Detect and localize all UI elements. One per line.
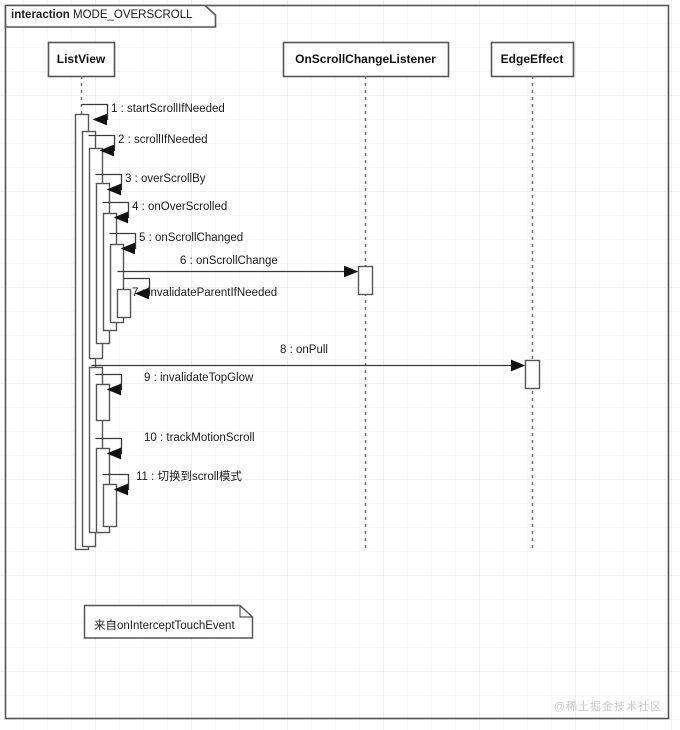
message-label-7: 7 : invalidateParentIfNeeded bbox=[132, 287, 278, 299]
lifeline-label-listener: OnScrollChangeListener bbox=[295, 52, 436, 66]
message-label-10: 10 : trackMotionScroll bbox=[144, 432, 255, 444]
message-label-11: 11 : 切换到scroll模式 bbox=[136, 471, 242, 483]
message-self-10 bbox=[95, 437, 123, 460]
message-self-5 bbox=[109, 232, 137, 255]
activation-bar-listview-10 bbox=[102, 483, 118, 528]
message-label-8: 8 : onPull bbox=[280, 344, 328, 356]
message-self-3 bbox=[95, 173, 123, 196]
message-self-2 bbox=[88, 134, 116, 157]
lifeline-label-edgeeffect: EdgeEffect bbox=[500, 52, 564, 66]
message-self-9 bbox=[95, 373, 123, 396]
activation-bar-listview-6 bbox=[116, 288, 132, 319]
message-self-1 bbox=[81, 103, 109, 126]
activation-bar-edgeeffect-12 bbox=[524, 359, 541, 390]
message-label-5: 5 : onScrollChanged bbox=[139, 232, 244, 244]
frame-keyword: interaction bbox=[11, 9, 70, 21]
note-fold-0 bbox=[239, 605, 253, 618]
interaction-frame-label-box bbox=[4, 4, 217, 28]
message-label-2: 2 : scrollIfNeeded bbox=[118, 134, 208, 146]
interaction-frame-label: interaction MODE_OVERSCROLL bbox=[11, 9, 193, 22]
message-label-6: 6 : onScrollChange bbox=[180, 255, 278, 267]
message-label-1: 1 : startScrollIfNeeded bbox=[111, 103, 225, 115]
frame-name: MODE_OVERSCROLL bbox=[69, 9, 193, 21]
watermark: @稀土掘金技术社区 bbox=[553, 701, 662, 713]
message-label-3: 3 : overScrollBy bbox=[125, 173, 206, 185]
activation-bar-listener-11 bbox=[357, 265, 374, 296]
message-label-4: 4 : onOverScrolled bbox=[132, 201, 228, 213]
lifeline-head-listener[interactable] bbox=[282, 41, 450, 78]
note-box-0 bbox=[83, 604, 254, 639]
message-self-4 bbox=[102, 201, 130, 224]
message-self-7 bbox=[123, 277, 151, 300]
activation-bar-listview-8 bbox=[95, 383, 111, 422]
message-self-11 bbox=[102, 473, 130, 496]
interaction-frame-border bbox=[4, 4, 670, 720]
message-label-9: 9 : invalidateTopGlow bbox=[144, 372, 254, 384]
lifeline-label-listview: ListView bbox=[56, 52, 106, 66]
note-text-0: 来自onInterceptTouchEvent bbox=[94, 620, 235, 632]
